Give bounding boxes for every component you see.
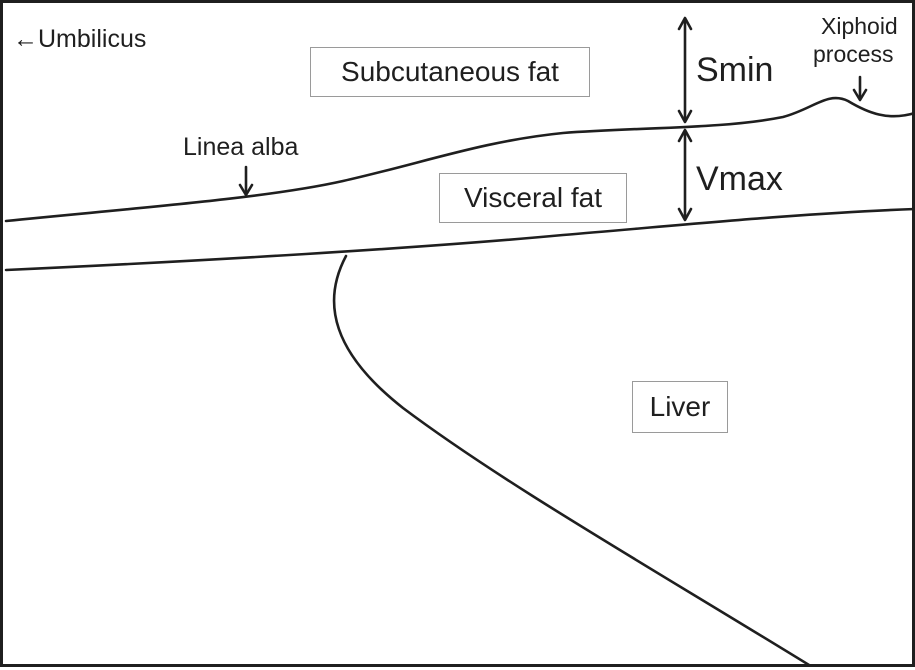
linea-alba-label: Linea alba (183, 133, 299, 161)
liver-label: Liver (632, 381, 728, 433)
visceral-fat-label: Visceral fat (439, 173, 627, 223)
liver-edge (332, 254, 811, 667)
smin-label: Smin (696, 51, 774, 89)
linea-alba-arrow (238, 165, 254, 197)
vmax-label: Vmax (696, 160, 783, 198)
umbilicus-label: ←Umbilicus (13, 25, 147, 53)
linea-alba-boundary (4, 96, 915, 223)
xiphoid-label-line1: Xiphoid (821, 13, 898, 39)
xiphoid-label-line2: process (813, 41, 894, 67)
vmax-double-arrow (677, 128, 693, 222)
xiphoid-arrow (852, 75, 868, 102)
anatomy-drawing (4, 16, 915, 667)
subcutaneous-fat-label: Subcutaneous fat (310, 47, 590, 97)
visceral-liver-boundary (4, 207, 915, 272)
smin-double-arrow (677, 16, 693, 124)
